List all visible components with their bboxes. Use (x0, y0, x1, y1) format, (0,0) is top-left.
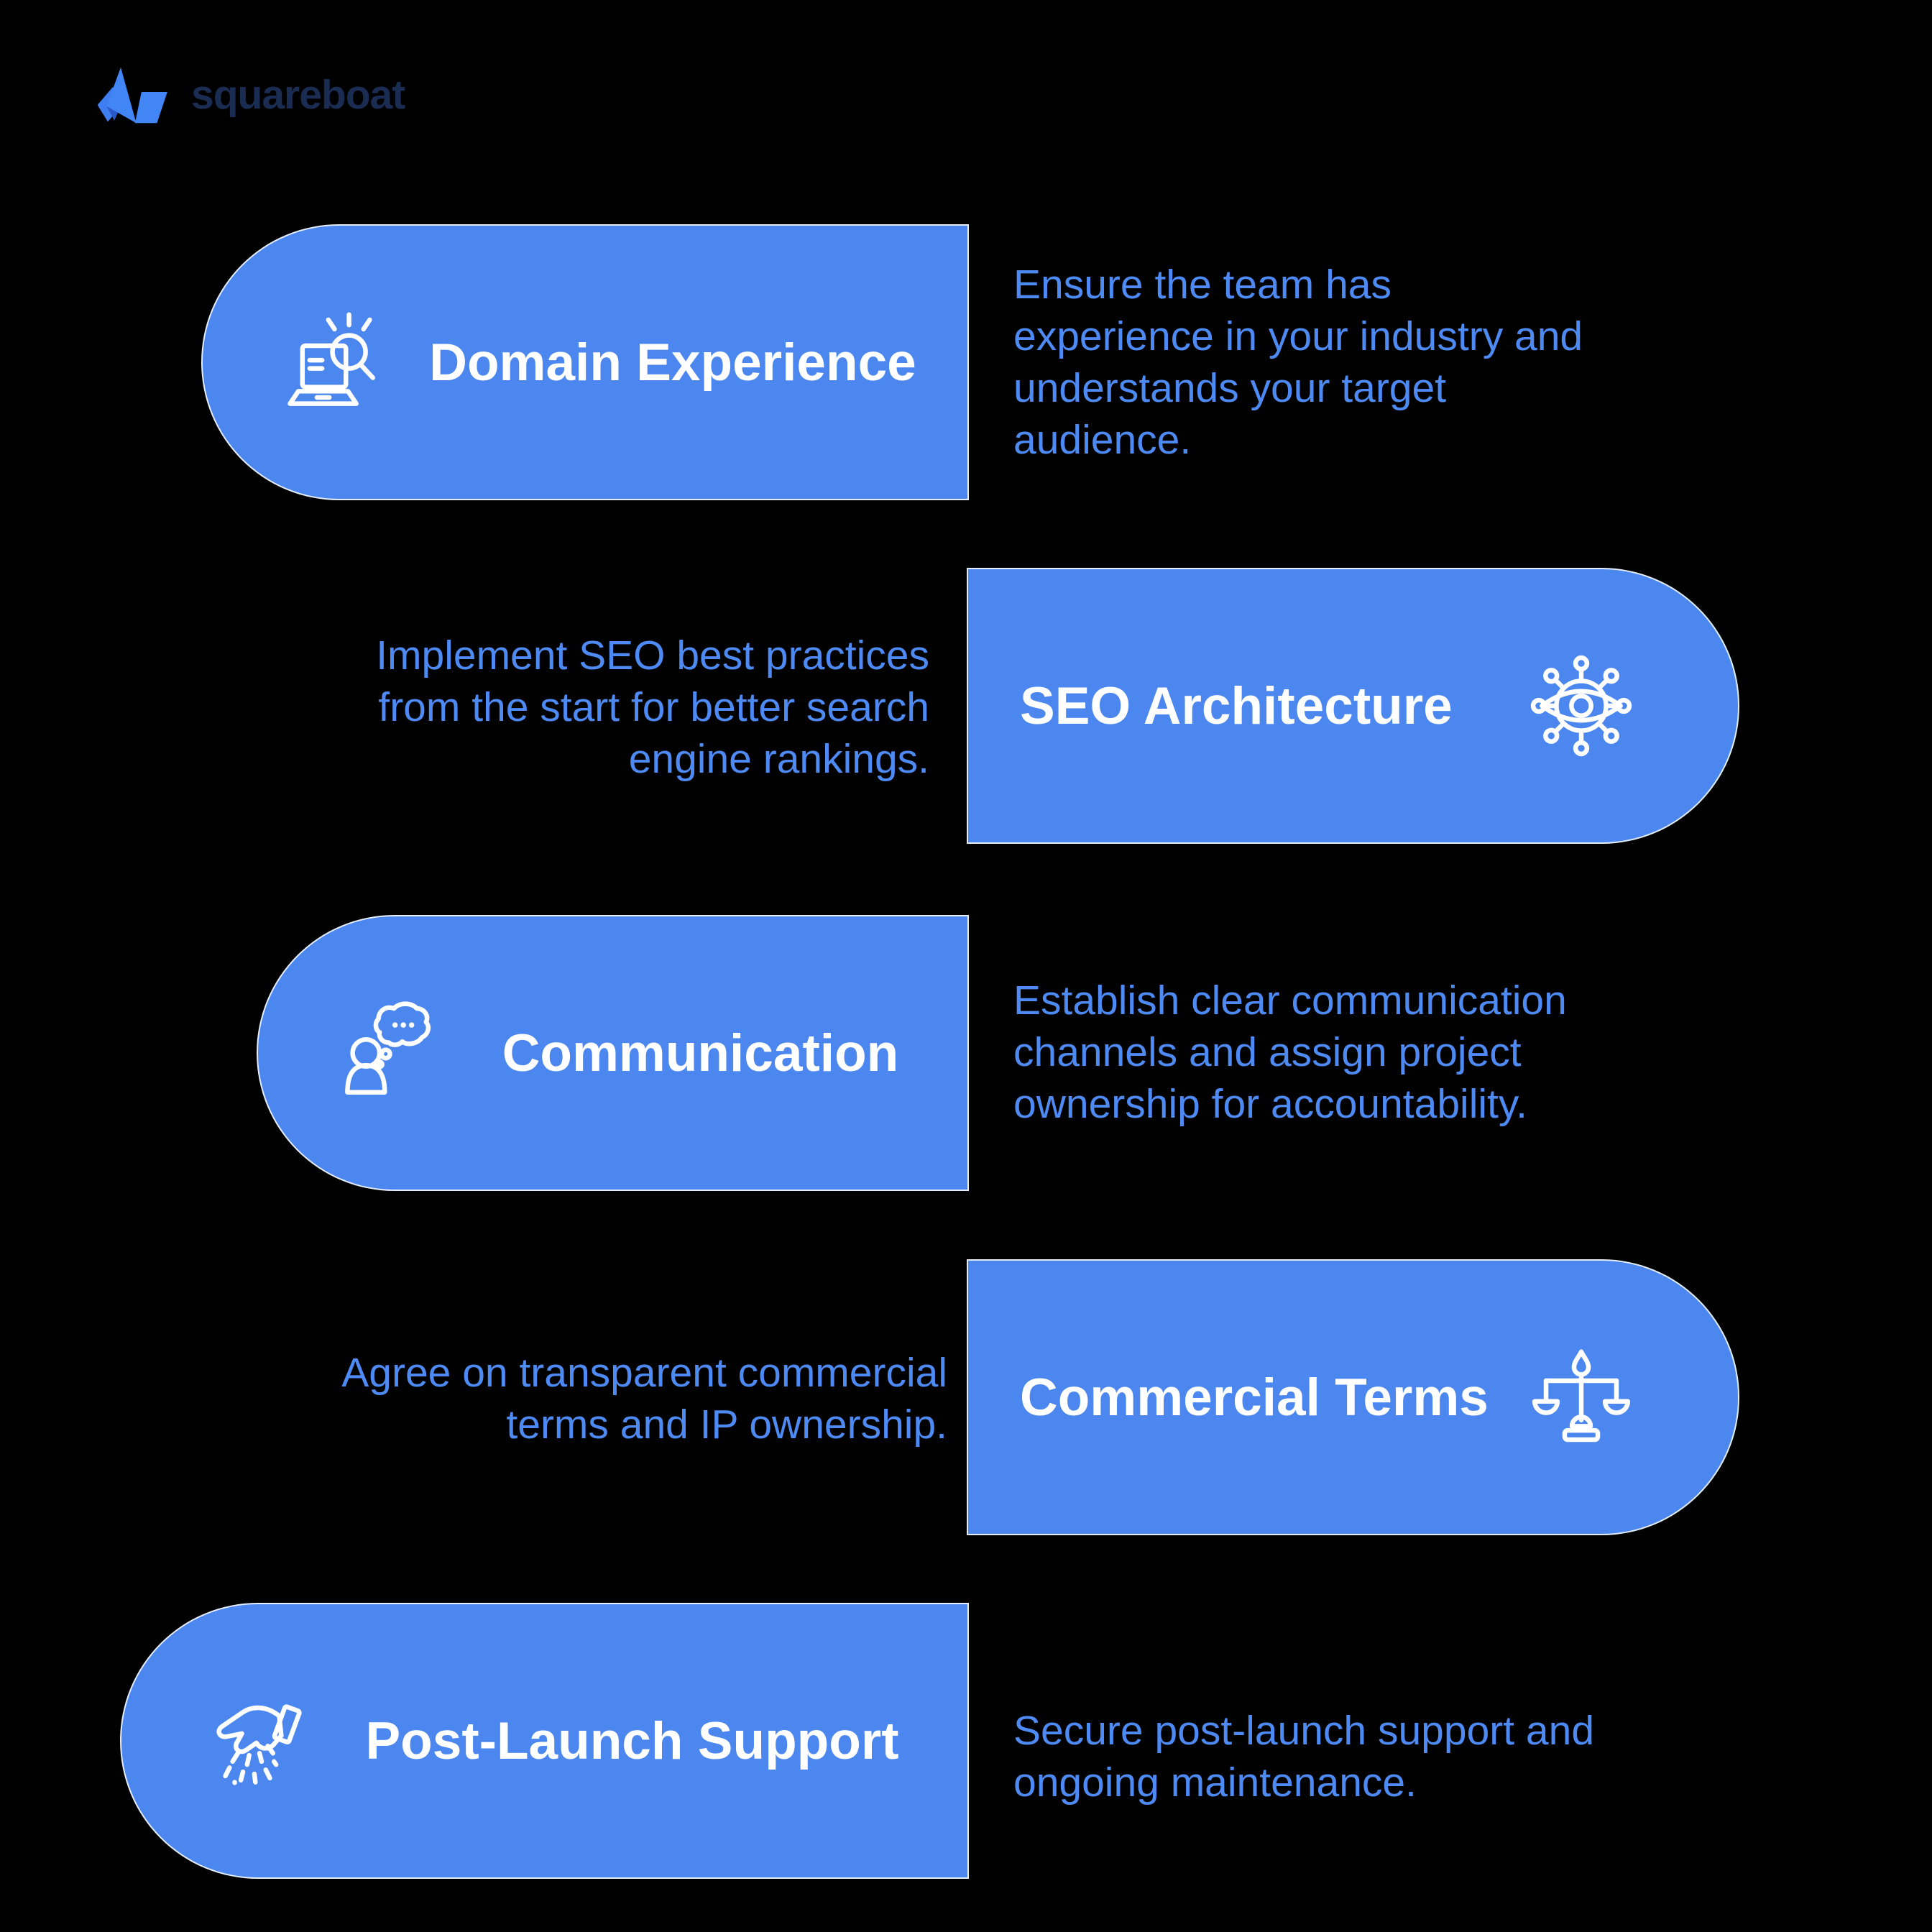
pill-title: Domain Experience (429, 333, 916, 392)
description-domain-experience: Ensure the team has experience in your i… (1013, 262, 1583, 463)
pill-title: Post-Launch Support (365, 1711, 899, 1770)
scales-icon (1530, 1346, 1633, 1449)
pill-post-launch-support: Post-Launch Support (120, 1603, 969, 1879)
pill-commercial-terms: Commercial Terms (967, 1259, 1739, 1535)
pill-domain-experience: Domain Experience (201, 224, 969, 500)
pill-communication: Communication (257, 915, 969, 1191)
laptop-search-icon (282, 310, 385, 414)
pill-title: Commercial Terms (1020, 1368, 1489, 1427)
squareboat-boat-icon (97, 67, 167, 124)
description-commercial-terms: Agree on transparent commercial terms an… (341, 1350, 947, 1448)
hand-sowing-icon (201, 1689, 304, 1793)
pill-title: Communication (502, 1024, 899, 1082)
pill-title: SEO Architecture (1020, 676, 1453, 735)
description-seo-architecture: Implement SEO best practices from the st… (376, 632, 929, 782)
person-thought-icon (337, 1001, 441, 1105)
pill-seo-architecture: SEO Architecture (967, 568, 1739, 844)
description-communication: Establish clear communication channels a… (1013, 978, 1567, 1127)
squareboat-logo: squareboat (95, 66, 405, 124)
eye-network-icon (1530, 654, 1633, 758)
description-post-launch-support: Secure post-launch support and ongoing m… (1013, 1708, 1595, 1806)
squareboat-logo-text: squareboat (191, 72, 405, 118)
